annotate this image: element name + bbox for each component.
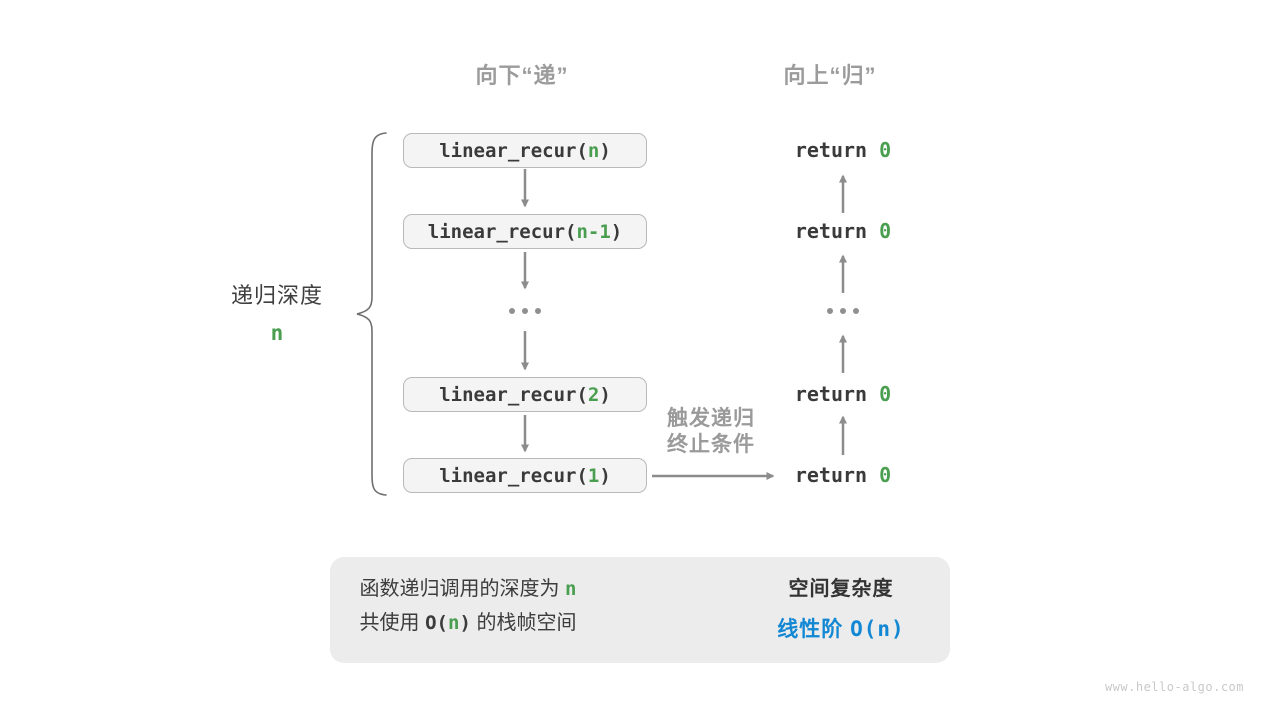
return-label: return 0 xyxy=(743,137,943,163)
code-text: ) xyxy=(610,220,623,243)
return-value: 0 xyxy=(879,219,892,243)
code-text: ) xyxy=(599,464,611,487)
code-text: linear_recur( xyxy=(439,139,588,162)
code-text: ) xyxy=(599,383,611,406)
depth-n-inline: n xyxy=(565,578,577,600)
return-label: return 0 xyxy=(743,218,943,244)
return-label: return 0 xyxy=(743,381,943,407)
space-complexity-title: 空间复杂度 xyxy=(788,578,894,600)
return-keyword: return xyxy=(794,219,880,243)
return-keyword: return xyxy=(794,138,880,162)
trigger-line-2: 终止条件 xyxy=(667,433,755,456)
call-box-n-1: linear_recur(n-1) xyxy=(403,214,647,249)
return-keyword: return xyxy=(794,382,880,406)
depth-brace-icon xyxy=(356,132,387,496)
summary-left-text: 函数递归调用的深度为 n 共使用 O(n) 的栈帧空间 xyxy=(338,572,598,648)
space-complexity-value: 线性阶 O(n) xyxy=(777,617,905,641)
call-box-2: linear_recur(2) xyxy=(403,377,647,412)
code-arg: n xyxy=(587,139,600,162)
return-value: 0 xyxy=(879,463,892,487)
trigger-line-1: 触发递归 xyxy=(667,407,755,430)
code-text: linear_recur( xyxy=(439,383,588,406)
call-box-n: linear_recur(n) xyxy=(403,133,647,168)
header-descend: 向下“递” xyxy=(475,63,569,88)
code-arg: n-1 xyxy=(576,220,611,243)
ellipsis-left-icon xyxy=(509,308,541,314)
watermark: www.hello-algo.com xyxy=(1104,680,1244,694)
ellipsis-right-icon xyxy=(827,308,859,314)
trigger-condition-label: 触发递归 终止条件 xyxy=(631,406,791,458)
return-keyword: return xyxy=(794,463,880,487)
header-ascend: 向上“归” xyxy=(783,63,877,88)
return-value: 0 xyxy=(879,138,892,162)
return-value: 0 xyxy=(879,382,892,406)
summary-card xyxy=(330,557,950,663)
code-text: linear_recur( xyxy=(439,464,588,487)
call-box-1: linear_recur(1) xyxy=(403,458,647,493)
code-text: ) xyxy=(599,139,611,162)
summary-left-line-1: 函数递归调用的深度为 n xyxy=(359,578,577,600)
code-arg: 1 xyxy=(587,464,600,487)
recursion-depth-label: 递归深度 xyxy=(230,283,323,308)
code-text: linear_recur( xyxy=(427,220,577,243)
code-arg: 2 xyxy=(587,383,600,406)
return-label: return 0 xyxy=(743,462,943,488)
big-o-notation: O(n) xyxy=(850,617,905,641)
recursion-depth-value: n xyxy=(270,321,284,345)
summary-left-line-2: 共使用 O(n) 的栈帧空间 xyxy=(359,612,577,634)
